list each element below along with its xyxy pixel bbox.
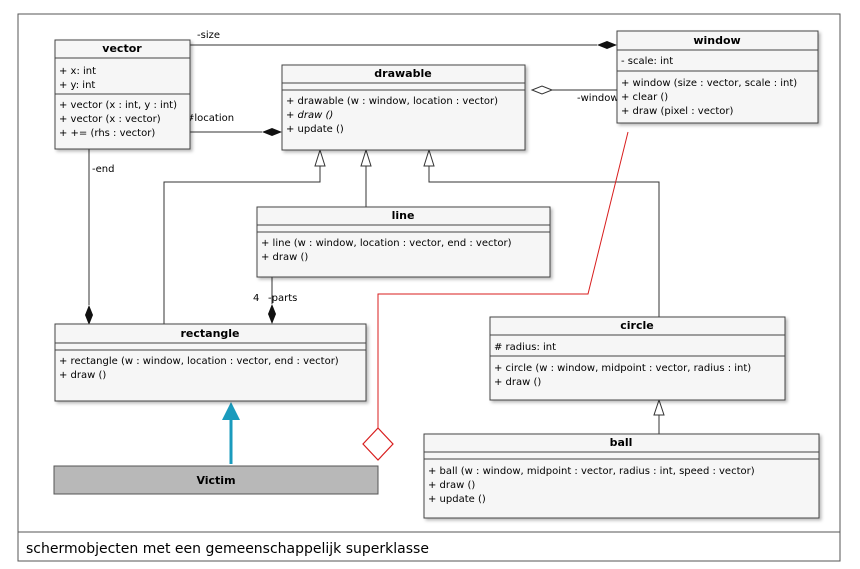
- class-line[interactable]: line + line (w : window, location : vect…: [256, 206, 551, 278]
- red-annotation: [362, 131, 629, 461]
- class-vector-operation: + += (rhs : vector): [59, 128, 155, 139]
- class-vector-operation: + vector (x : vector): [59, 114, 161, 125]
- victim-arrow: [222, 402, 240, 464]
- class-drawable-box: [281, 64, 526, 151]
- line-generalization-arrow: [360, 148, 372, 167]
- parts-composition-diamond: [268, 304, 276, 324]
- class-vector[interactable]: vector + x: int + y: int + vector (x : i…: [54, 39, 191, 150]
- class-drawable-name: drawable: [374, 67, 431, 80]
- size-composition-diamond: [597, 41, 617, 49]
- class-circle-name: circle: [620, 319, 653, 332]
- class-drawable-operation-abstract: + draw (): [286, 110, 333, 121]
- ball-generalization-arrow: [653, 398, 665, 416]
- end-composition-diamond: [85, 305, 93, 325]
- parts-role-label: -parts: [268, 293, 297, 304]
- class-line-name: line: [392, 209, 415, 222]
- class-circle-box: [489, 316, 786, 401]
- class-rectangle[interactable]: rectangle + rectangle (w : window, locat…: [54, 323, 367, 402]
- circle-generalization-line: [428, 166, 660, 317]
- victim-label: Victim: [196, 474, 235, 487]
- class-drawable-operation: + drawable (w : window, location : vecto…: [286, 96, 498, 107]
- class-window[interactable]: window - scale: int + window (size : vec…: [616, 30, 819, 124]
- class-window-box: [616, 30, 819, 124]
- class-ball-name: ball: [610, 436, 633, 449]
- class-window-operation: + draw (pixel : vector): [621, 106, 734, 117]
- window-aggregation-diamond: [530, 85, 554, 95]
- circle-generalization-arrow: [423, 148, 435, 167]
- location-composition-diamond: [262, 128, 282, 136]
- class-ball-operation: + draw (): [428, 480, 475, 491]
- class-line-operation: + draw (): [261, 252, 308, 263]
- class-window-operation: + window (size : vector, scale : int): [621, 78, 797, 89]
- class-drawable[interactable]: drawable + drawable (w : window, locatio…: [281, 64, 526, 151]
- diagram-caption: schermobjecten met een gemeenschappelijk…: [26, 541, 429, 557]
- connector-ends: [85, 41, 665, 416]
- red-connector-line: [377, 131, 629, 428]
- class-drawable-operation: + update (): [286, 124, 344, 135]
- window-role-label: -window: [577, 93, 619, 104]
- class-window-name: window: [693, 34, 740, 47]
- class-circle[interactable]: circle # radius: int + circle (w : windo…: [489, 316, 786, 401]
- parts-multiplicity-label: 4: [253, 293, 259, 304]
- red-aggregation-diamond: [362, 427, 394, 461]
- class-ball-operation: + update (): [428, 494, 486, 505]
- class-circle-operation: + circle (w : window, midpoint : vector,…: [494, 363, 751, 374]
- location-role-label: #location: [186, 113, 234, 124]
- class-vector-name: vector: [102, 42, 142, 55]
- class-vector-attribute: + y: int: [59, 80, 95, 91]
- class-ball-operation: + ball (w : window, midpoint : vector, r…: [428, 466, 755, 477]
- class-window-attribute: - scale: int: [621, 56, 673, 67]
- class-window-operation: + clear (): [621, 92, 668, 103]
- rectangle-generalization-line: [163, 166, 321, 324]
- outer-frame: [17, 13, 841, 562]
- class-rectangle-operation: + draw (): [59, 370, 106, 381]
- victim-box[interactable]: Victim: [53, 465, 379, 495]
- class-line-box: [256, 206, 551, 278]
- size-role-label: -size: [197, 30, 220, 41]
- class-rectangle-name: rectangle: [180, 327, 239, 340]
- teal-arrowhead: [222, 402, 240, 420]
- victim-rect: [53, 465, 379, 495]
- class-circle-attribute: # radius: int: [494, 342, 556, 353]
- connectors: [88, 44, 660, 434]
- class-vector-attribute: + x: int: [59, 66, 96, 77]
- class-vector-operation: + vector (x : int, y : int): [59, 100, 177, 111]
- class-rectangle-operation: + rectangle (w : window, location : vect…: [59, 356, 339, 367]
- class-ball[interactable]: ball + ball (w : window, midpoint : vect…: [423, 433, 820, 519]
- class-ball-box: [423, 433, 820, 519]
- end-role-label: -end: [92, 164, 114, 175]
- class-circle-operation: + draw (): [494, 377, 541, 388]
- rectangle-generalization-arrow: [314, 148, 326, 167]
- class-line-operation: + line (w : window, location : vector, e…: [261, 238, 512, 249]
- class-rectangle-box: [54, 323, 367, 402]
